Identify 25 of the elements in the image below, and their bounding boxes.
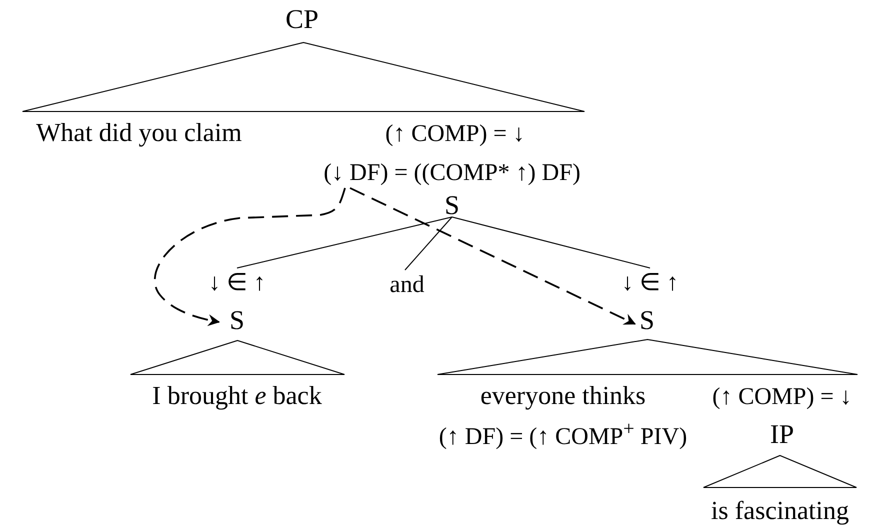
dashed-arrow — [154, 188, 346, 326]
tree-triangle — [130, 340, 345, 375]
tree-label: S — [440, 190, 464, 220]
tree-label: S — [225, 305, 249, 335]
dashed-arrow — [350, 187, 636, 325]
tree-triangle — [22, 42, 585, 112]
tree-label: is fascinating — [700, 496, 860, 526]
tree-label: What did you claim — [4, 118, 274, 148]
tree-label: (↑ COMP) = ↓ — [692, 382, 872, 412]
tree-label: ↓ ∈ ↑ — [615, 268, 685, 298]
tree-triangle — [703, 455, 857, 488]
tree-label: ↓ ∈ ↑ — [202, 268, 272, 298]
tree-label: (↓ DF) = ((COMP* ↑) DF) — [302, 158, 602, 188]
tree-label: (↑ DF) = (↑ COMP$^{+}$ PIV) — [418, 419, 708, 449]
tree-triangle — [437, 339, 858, 375]
tree-label: everyone thinks — [463, 381, 663, 411]
tree-label: I brought e back — [122, 381, 352, 411]
tree-branch — [236, 216, 452, 268]
tree-label: IP — [762, 419, 802, 449]
tree-label: (↑ COMP) = ↓ — [365, 119, 545, 149]
tree-label: S — [635, 305, 659, 335]
tree-branch — [404, 216, 452, 270]
tree-branch — [452, 216, 650, 268]
tree-label: CP — [282, 4, 322, 34]
tree-label: and — [382, 270, 432, 300]
